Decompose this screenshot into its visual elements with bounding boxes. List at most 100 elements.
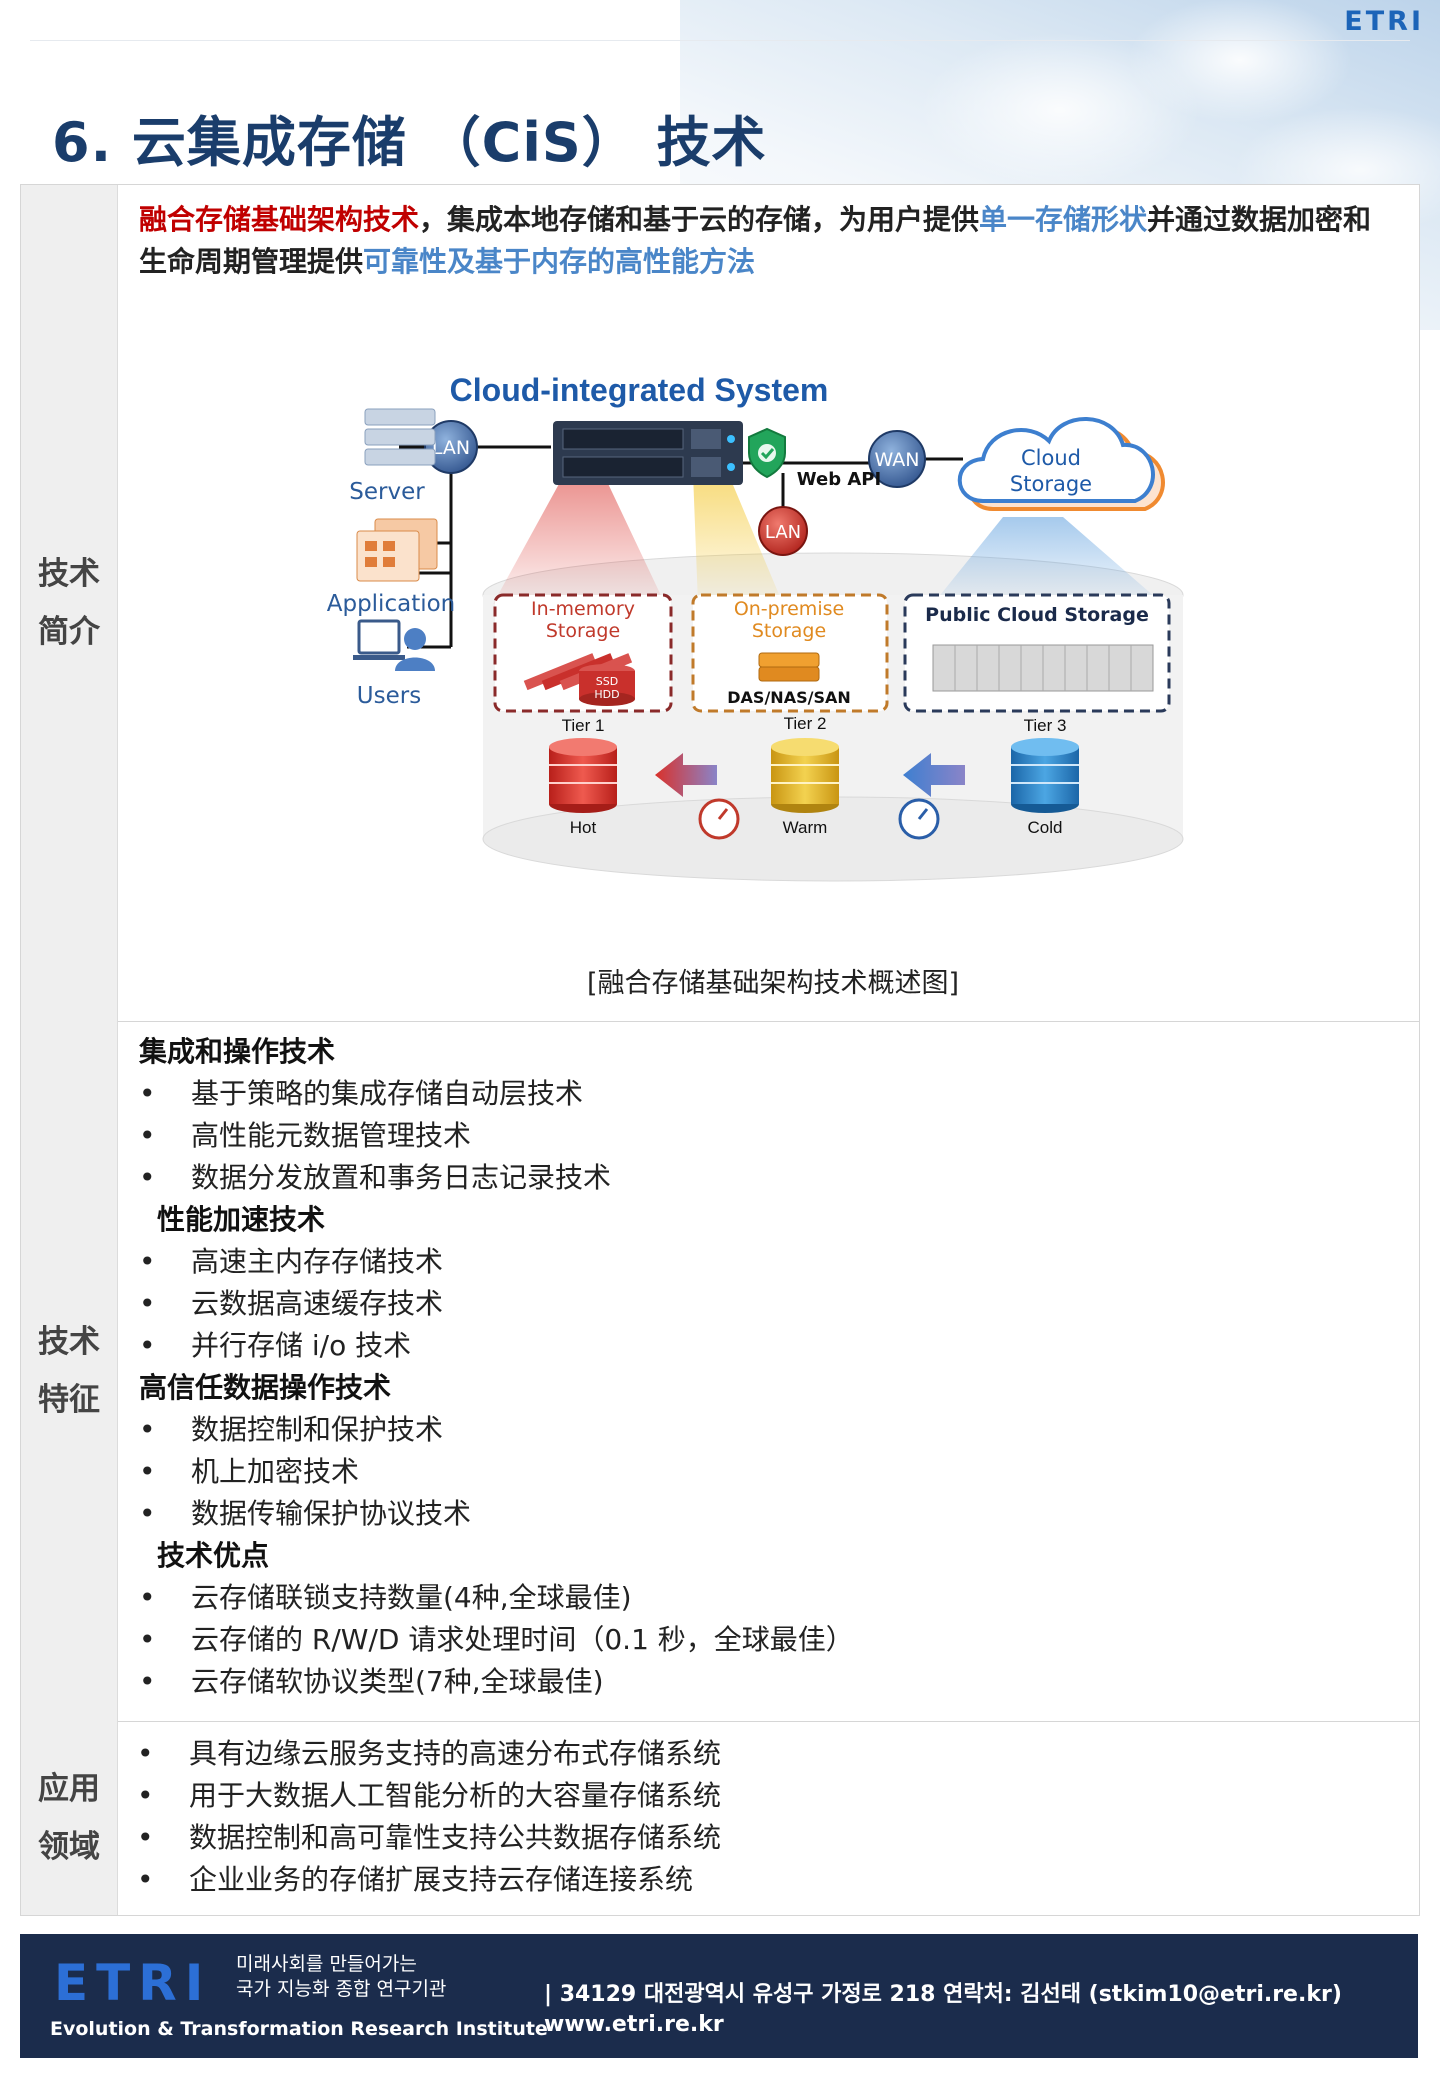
promote-arrow-icon	[655, 753, 717, 797]
intro-highlight-red: 融合存储基础架构技术	[139, 203, 420, 236]
intro-content: 融合存储基础架构技术，集成本地存储和基于云的存储，为用户提供单一存储形状并通过数…	[139, 185, 1399, 1021]
intro-label-line2: 简介	[38, 614, 100, 650]
beam-onpremise	[693, 473, 783, 604]
application-icon	[356, 518, 438, 582]
cloud-storage-icon: Cloud Storage	[957, 417, 1165, 511]
feature-item: 云存储软协议类型(7种,全球最佳)	[139, 1661, 1399, 1703]
wan-label: WAN	[875, 449, 920, 471]
users-label: Users	[357, 683, 421, 709]
speed-gauge-icon-cold	[898, 798, 940, 840]
applications-label-line1: 应用	[38, 1771, 100, 1807]
applications-label: 应用 领域	[21, 1721, 118, 1915]
ssd-hdd-icon: SSD HDD	[579, 664, 635, 706]
feature-item: 云存储联锁支持数量(4种,全球最佳)	[139, 1577, 1399, 1619]
page-title: 6. 云集成存储 （CiS） 技术	[52, 111, 767, 174]
footer-slogan-line1: 미래사회를 만들어가는	[236, 1953, 417, 1975]
onpremise-label-line2: Storage	[752, 620, 826, 642]
feature-item: 高速主内存存储技术	[139, 1241, 1399, 1283]
features-row: 技术 特征 集成和操作技术 基于策略的集成存储自动层技术 高性能元数据管理技术 …	[21, 1021, 1419, 1722]
hot-tier-cylinder	[549, 738, 617, 813]
footer-contact: | 34129 대전광역시 유성구 가정로 218 연락처: 김선태 (stki…	[544, 1980, 1342, 2040]
cold-tier-cylinder	[1011, 738, 1079, 813]
users-icon	[353, 619, 435, 671]
shield-icon	[748, 427, 786, 479]
applications-label-line2: 领域	[38, 1829, 100, 1865]
feature-item: 并行存储 i/o 技术	[139, 1325, 1399, 1367]
intro-highlight-blue-2: 可靠性及基于内存的高性能方法	[363, 245, 756, 278]
ssd-label: SSD	[596, 675, 618, 688]
onpremise-label-line1: On-premise	[734, 598, 844, 620]
feature-group-heading: 集成和操作技术	[139, 1035, 336, 1068]
beam-cloud	[933, 517, 1163, 604]
cloud-label-line2: Storage	[1010, 472, 1092, 496]
feature-group-heading: 技术优点	[157, 1539, 270, 1572]
features-content: 集成和操作技术 基于策略的集成存储自动层技术 高性能元数据管理技术 数据分发放置…	[139, 1031, 1399, 1721]
demote-arrow-icon	[903, 753, 965, 797]
lan-label-left: LAN	[432, 437, 470, 459]
feature-group-heading: 性能加速技术	[157, 1203, 326, 1236]
intro-row: 技术 简介 融合存储基础架构技术，集成本地存储和基于云的存储，为用户提供单一存储…	[21, 185, 1419, 1022]
features-label-line1: 技术	[38, 1324, 100, 1360]
nas-device-icon	[758, 652, 820, 682]
web-api-label: Web API	[797, 469, 881, 490]
public-cloud-label: Public Cloud Storage	[925, 604, 1149, 626]
feature-item: 云存储的 R/W/D 请求处理时间（0.1 秒，全球最佳）	[139, 1619, 1399, 1661]
feature-item: 云数据高速缓存技术	[139, 1283, 1399, 1325]
application-label: Application	[327, 591, 456, 617]
footer-address: | 34129 대전광역시 유성구 가정로 218 연락처: 김선태 (stki…	[544, 1982, 1342, 2007]
intro-description: 融合存储基础架构技术，集成本地存储和基于云的存储，为用户提供单一存储形状并通过数…	[139, 199, 1399, 283]
storage-architecture-diagram: Cloud-integrated System	[327, 372, 1184, 882]
application-item: 用于大数据人工智能分析的大容量存储系统	[137, 1775, 1399, 1817]
tier3-label: Tier 3	[1024, 716, 1067, 735]
cloud-label-line1: Cloud	[1021, 446, 1081, 470]
das-nas-san-label: DAS/NAS/SAN	[727, 688, 850, 707]
footer: ETRI 미래사회를 만들어가는 국가 지능화 종합 연구기관 Evolutio…	[20, 1934, 1418, 2058]
lan-node-left: LAN	[424, 420, 478, 474]
cis-server-rack	[553, 421, 743, 485]
etri-logo-text: ETRI	[1344, 6, 1424, 37]
footer-slogan: 미래사회를 만들어가는 국가 지능화 종합 연구기관	[236, 1952, 446, 2002]
inmemory-storage-box: In-memory Storage SSD HDD	[493, 593, 673, 713]
applications-content: 具有边缘云服务支持的高速分布式存储系统 用于大数据人工智能分析的大容量存储系统 …	[137, 1733, 1399, 1915]
system-title: Cloud-integrated System	[450, 372, 829, 408]
server-label: Server	[349, 479, 425, 505]
wan-node: WAN	[868, 430, 926, 488]
footer-institute-name: Evolution & Transformation Research Inst…	[50, 2018, 548, 2040]
inmemory-label-line1: In-memory	[531, 598, 635, 620]
server-icon	[364, 408, 436, 466]
footer-etri-logo: ETRI	[54, 1954, 212, 2012]
lan-node-right: LAN	[758, 506, 808, 556]
header-divider	[30, 40, 1410, 41]
intro-text-part1: ，集成本地存储和基于云的存储，为用户提供	[419, 203, 980, 236]
inmemory-label-line2: Storage	[546, 620, 620, 642]
cold-label: Cold	[1028, 818, 1063, 837]
etri-logo: ETRI	[1344, 6, 1424, 37]
intro-label-line1: 技术	[38, 556, 100, 592]
tier2-label: Tier 2	[784, 714, 827, 733]
warm-label: Warm	[783, 818, 828, 837]
speed-gauge-icon-hot	[698, 798, 740, 840]
disk-array-icon	[932, 644, 1154, 692]
feature-group-heading: 高信任数据操作技术	[139, 1371, 392, 1404]
warm-tier-cylinder	[771, 738, 839, 813]
hdd-label: HDD	[594, 688, 619, 701]
content-table: 技术 简介 融合存储基础架构技术，集成本地存储和基于云的存储，为用户提供单一存储…	[20, 184, 1420, 1916]
footer-website-link[interactable]: www.etri.re.kr	[544, 2012, 724, 2037]
feature-item: 基于策略的集成存储自动层技术	[139, 1073, 1399, 1115]
feature-item: 机上加密技术	[139, 1451, 1399, 1493]
lan-label-right: LAN	[765, 522, 801, 543]
hot-label: Hot	[570, 818, 597, 837]
application-item: 数据控制和高可靠性支持公共数据存储系统	[137, 1817, 1399, 1859]
onpremise-storage-box: On-premise Storage DAS/NAS/SAN	[691, 593, 889, 713]
intro-text-part2: 并通过数据加密和生命周期管理提供	[139, 203, 1372, 278]
feature-item: 数据传输保护协议技术	[139, 1493, 1399, 1535]
features-label: 技术 特征	[21, 1021, 118, 1721]
features-label-line2: 特征	[38, 1382, 100, 1418]
feature-item: 高性能元数据管理技术	[139, 1115, 1399, 1157]
application-item: 企业业务的存储扩展支持云存储连接系统	[137, 1859, 1399, 1901]
feature-item: 数据控制和保护技术	[139, 1409, 1399, 1451]
intro-highlight-blue-1: 单一存储形状	[979, 203, 1148, 236]
feature-item: 数据分发放置和事务日志记录技术	[139, 1157, 1399, 1199]
application-item: 具有边缘云服务支持的高速分布式存储系统	[137, 1733, 1399, 1775]
footer-slogan-line2: 국가 지능화 종합 연구기관	[236, 1978, 447, 2000]
